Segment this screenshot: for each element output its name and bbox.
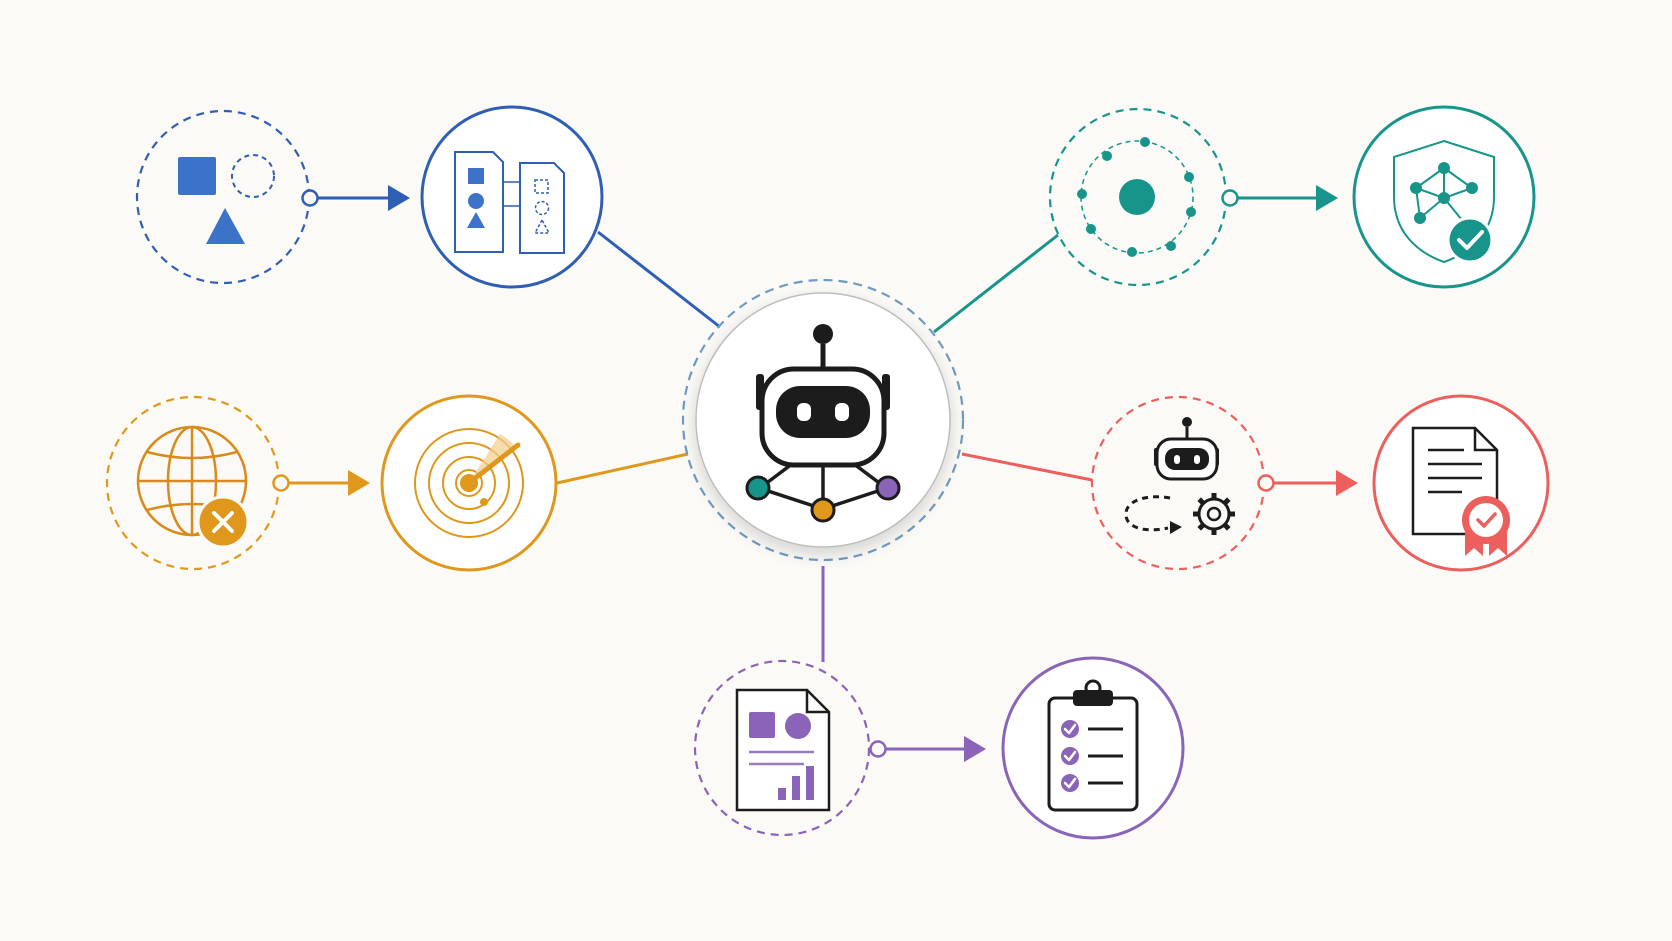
- connector-middle-left: [556, 452, 689, 485]
- certified-document-icon: [1411, 426, 1510, 556]
- arrowhead-middle-right: [1336, 470, 1358, 496]
- globe-x-icon: [136, 425, 250, 549]
- branch-middle-right: [1090, 394, 1550, 572]
- branch-middle-left: [105, 394, 558, 572]
- source-node-top-left: [135, 109, 311, 285]
- arrow-origin-top-right: [1221, 189, 1239, 207]
- checklist-clipboard-icon: [1047, 679, 1139, 812]
- arrowhead-middle-left: [348, 470, 370, 496]
- network-shield-check-icon: [1393, 139, 1495, 264]
- arrow-origin-middle-right: [1257, 474, 1275, 492]
- hub-connectors: [556, 230, 1093, 662]
- source-node-middle-right: [1090, 395, 1266, 571]
- robot-network-icon: [745, 324, 901, 523]
- branch-bottom: [693, 656, 1185, 840]
- arrow-origin-middle-left: [272, 474, 290, 492]
- radar-icon: [414, 428, 524, 538]
- arrow-origin-bottom: [869, 740, 887, 758]
- target-node-top-left: [420, 105, 604, 289]
- arrowhead-top-right: [1316, 185, 1338, 211]
- arrowhead-bottom: [964, 736, 986, 762]
- source-node-bottom: [693, 659, 871, 837]
- branch-top-left: [135, 105, 604, 289]
- shapes-icon: [178, 154, 275, 244]
- arrowhead-top-left: [388, 185, 410, 211]
- connector-middle-right: [961, 452, 1093, 482]
- arrow-origin-top-left: [301, 189, 319, 207]
- robot-gear-icon: [1124, 417, 1235, 535]
- hub-node: [681, 278, 965, 562]
- connector-top-left: [597, 230, 721, 329]
- connector-top-right: [933, 233, 1059, 334]
- report-document-icon: [735, 688, 831, 812]
- shape-documents-icon: [454, 151, 565, 254]
- hub-dashed-ring: [681, 278, 965, 562]
- orbit-nodes-icon: [1077, 137, 1196, 257]
- branch-top-right: [1048, 105, 1536, 289]
